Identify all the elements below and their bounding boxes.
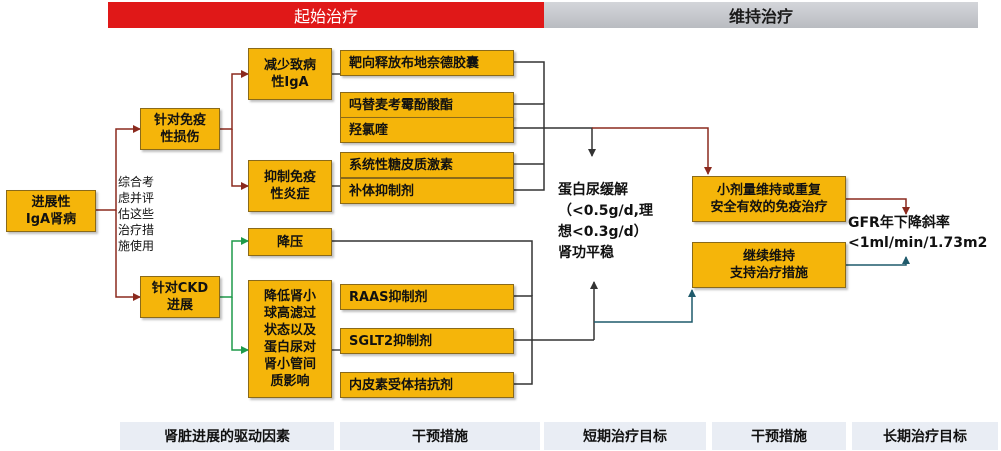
drug-systemic-glucocorticoids: 系统性糖皮质激素 bbox=[340, 152, 514, 178]
line-budesonide-out bbox=[514, 61, 545, 104]
short-term-goal-text: 蛋白尿缓解 （<0.5g/d,理 想<0.3g/d） 肾功平稳 bbox=[558, 182, 654, 261]
footer-drivers: 肾脏进展的驱动因素 bbox=[120, 422, 334, 450]
evaluation-note: 综合考 虑并评 估这些 治疗措 施使用 bbox=[118, 175, 155, 253]
footer-interventions-1: 干预措施 bbox=[340, 422, 540, 450]
node-suppress-immune-inflammation: 抑制免疫 性炎症 bbox=[248, 160, 332, 212]
arrow-maint-immuno-to-long bbox=[846, 198, 910, 215]
node-reduce-hyperfiltration: 降低肾小 球高滤过 状态以及 蛋白尿对 肾小管间 质影响 bbox=[248, 280, 332, 398]
footer-short-term-goal: 短期治疗目标 bbox=[544, 422, 706, 450]
drug-endothelin-receptor-antagonist: 内皮素受体拮抗剂 bbox=[340, 372, 514, 398]
drug-sglt2-inhibitor: SGLT2抑制剂 bbox=[340, 328, 514, 354]
long-term-goal-text: GFR年下降斜率 <1ml/min/1.73m2 bbox=[848, 215, 988, 251]
node-immune-injury: 针对免疫 性损伤 bbox=[140, 108, 220, 150]
initial-treatment-band: 起始治疗 bbox=[108, 2, 544, 28]
node-maintenance-supportive-care: 继续维持 支持治疗措施 bbox=[692, 242, 846, 288]
line-bp-out bbox=[332, 240, 533, 296]
drug-raas-inhibitor: RAAS抑制剂 bbox=[340, 284, 514, 310]
arrow-to-maint-support bbox=[594, 289, 696, 323]
arrow-ckd-to-hyperfiltration bbox=[231, 297, 249, 354]
arrow-immune-to-reduce bbox=[220, 70, 249, 130]
arrow-ckd-to-bp bbox=[220, 237, 249, 298]
line-mmf-out bbox=[514, 103, 545, 156]
arrow-immune-drugs-to-goal bbox=[544, 127, 596, 157]
line-raas-out bbox=[514, 295, 533, 340]
arrow-to-maint-immuno bbox=[592, 127, 712, 175]
maintenance-treatment-band: 维持治疗 bbox=[544, 2, 978, 28]
drug-complement-inhibitor: 补体抑制剂 bbox=[340, 178, 514, 204]
arrow-immune-to-suppress bbox=[231, 129, 249, 190]
node-reduce-pathogenic-iga: 减少致病 性IgA bbox=[248, 48, 332, 100]
arrow-root-to-ckd bbox=[115, 210, 141, 301]
node-ckd-progression: 针对CKD 进展 bbox=[140, 276, 220, 318]
line-endothelin-out bbox=[514, 340, 533, 385]
node-progressive-iga-nephropathy: 进展性 IgA肾病 bbox=[6, 190, 96, 232]
arrow-maint-support-to-long bbox=[846, 256, 910, 266]
arrow-root-to-immune bbox=[96, 125, 141, 211]
line-complement-out bbox=[514, 156, 545, 191]
node-maintenance-immunotherapy: 小剂量维持或重复 安全有效的免疫治疗 bbox=[692, 176, 846, 222]
drug-targeted-release-budesonide: 靶向释放布地奈德胶囊 bbox=[340, 50, 514, 76]
node-blood-pressure-lowering: 降压 bbox=[248, 228, 332, 256]
footer-long-term-goal: 长期治疗目标 bbox=[852, 422, 998, 450]
footer-interventions-2: 干预措施 bbox=[712, 422, 846, 450]
drug-mycophenolate-mofetil: 吗替麦考霉酚酸酯 bbox=[340, 92, 514, 118]
drug-hydroxychloroquine: 羟氯喹 bbox=[340, 117, 514, 143]
